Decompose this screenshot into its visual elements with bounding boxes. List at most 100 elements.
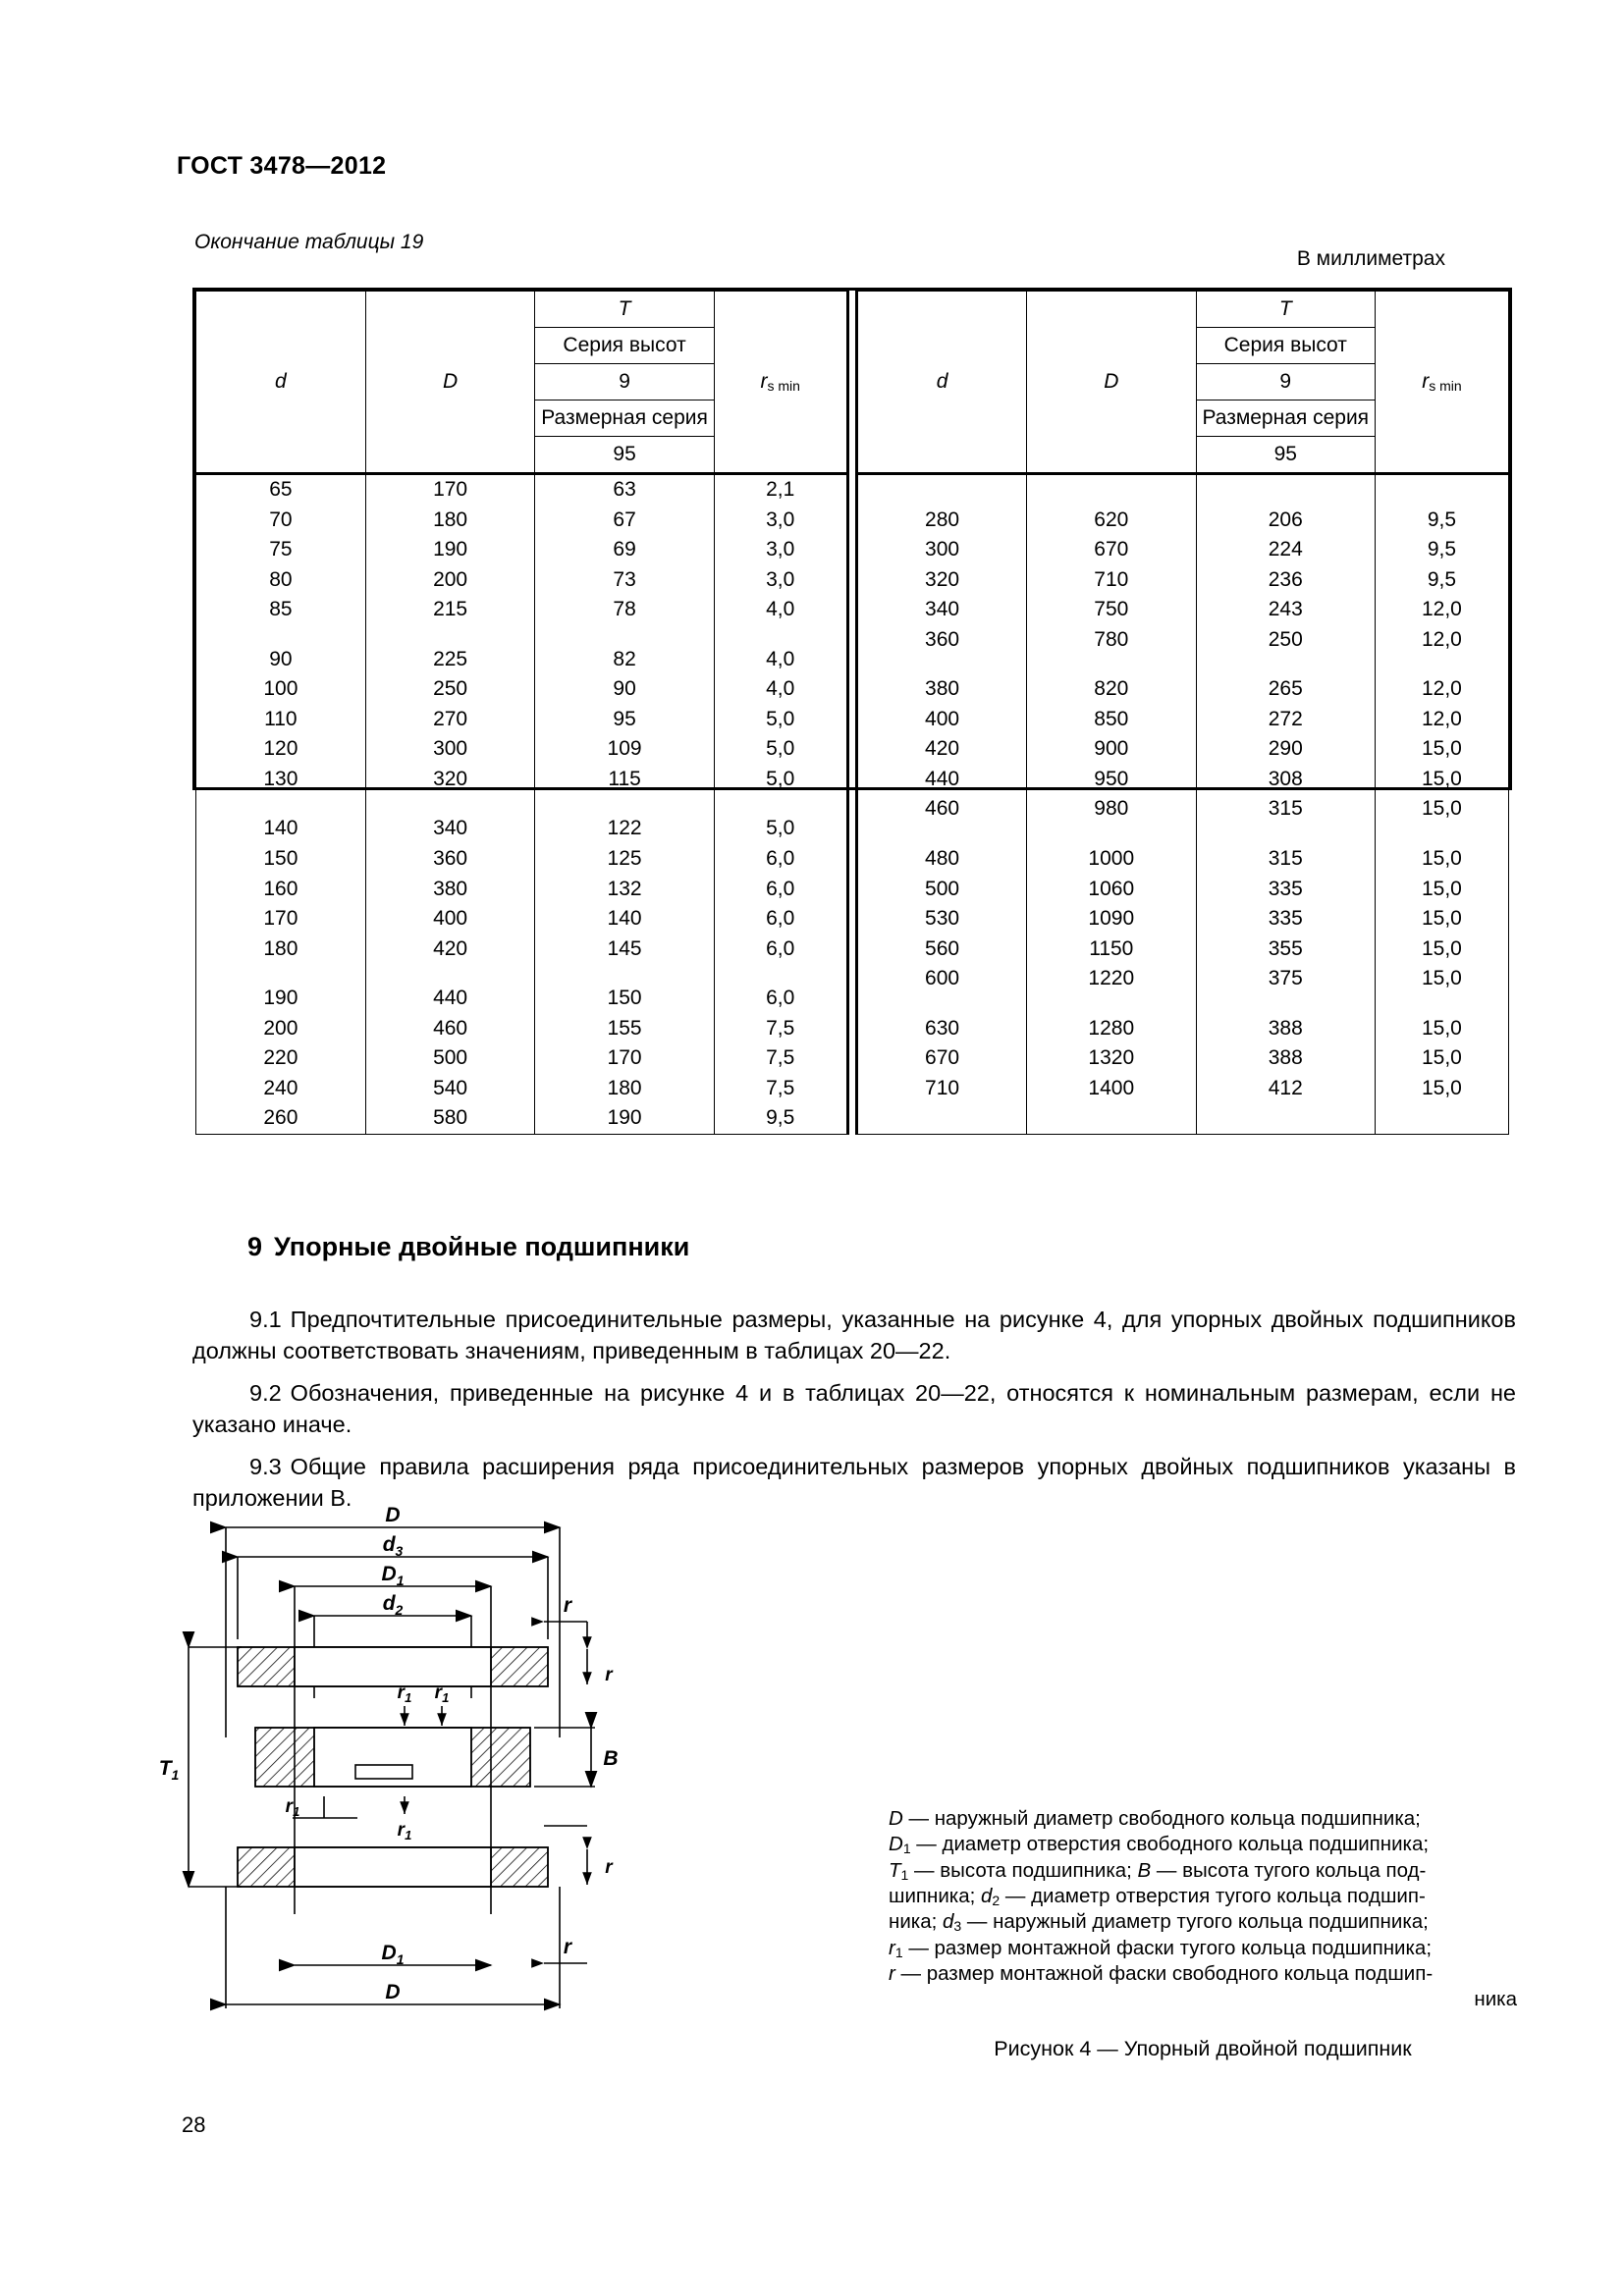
table-cell-value: 122: [607, 817, 642, 840]
table-cell-value: 240: [263, 1076, 298, 1099]
table-cell-value: 460: [433, 1016, 468, 1040]
table-cell-value: 440: [925, 767, 960, 790]
table-cell-value: 580: [433, 1106, 468, 1130]
table-cell-value: 7,5: [766, 1076, 795, 1099]
header-d-left: d: [195, 291, 366, 474]
table-cell-value: 170: [607, 1046, 642, 1070]
header-T-left: T: [534, 291, 715, 328]
dim-label-D: D: [385, 1504, 400, 1526]
table-cell-value: 340: [433, 817, 468, 840]
table-cell-value: 145: [607, 936, 642, 960]
table-cell-value: 360: [925, 627, 960, 651]
table-cell-value: 6,0: [766, 907, 795, 931]
table-cell-value: 600: [925, 967, 960, 990]
table-cell-value: 85: [269, 598, 293, 621]
table-cell-value: 6,0: [766, 936, 795, 960]
table-cell-value: 900: [1094, 737, 1129, 761]
table-cell-value: 710: [925, 1076, 960, 1099]
table-cell-value: 125: [607, 847, 642, 871]
table-cell-value: 280: [925, 507, 960, 531]
table-cell-value: 132: [607, 877, 642, 900]
table-cell-value: 220: [263, 1046, 298, 1070]
table-cell-value: 243: [1268, 598, 1303, 621]
table-cell-value: 190: [607, 1106, 642, 1130]
table-cell-value: 260: [263, 1106, 298, 1130]
table-cell-value: 150: [263, 847, 298, 871]
table-cell-value: 82: [613, 647, 636, 670]
symbol-D: D: [1104, 370, 1119, 393]
header-D-right: D: [1025, 291, 1197, 474]
table-cell-value: 1400: [1088, 1076, 1135, 1099]
table-cell-value: 109: [607, 737, 642, 761]
table-cell-value: 2,1: [766, 478, 795, 501]
dim-label-d3: d3: [383, 1533, 404, 1559]
table-cell-value: 530: [925, 907, 960, 931]
table-cell-value: 620: [1094, 507, 1129, 531]
table-cell-value: 7,5: [766, 1016, 795, 1040]
table-cell-value: 90: [613, 677, 636, 701]
table-cell-value: 420: [433, 936, 468, 960]
table-cell-value: 6,0: [766, 847, 795, 871]
table-cell-value: 780: [1094, 627, 1129, 651]
table-cell-value: 9,5: [766, 1106, 795, 1130]
dim-label-d2: d2: [383, 1592, 404, 1618]
table-cell-value: 270: [433, 707, 468, 730]
table-cell-value: 73: [613, 567, 636, 591]
header-d-right: d: [856, 291, 1027, 474]
table-cell-value: 3,0: [766, 538, 795, 561]
table-cell-value: 15,0: [1421, 907, 1462, 931]
table-cell-value: 69: [613, 538, 636, 561]
table-cell-value: 710: [1094, 567, 1129, 591]
table-cell-value: 160: [263, 877, 298, 900]
table-cell-value: 300: [925, 538, 960, 561]
dim-label-D1-bottom: D1: [382, 1942, 405, 1967]
paragraph-number: 9.1: [249, 1307, 282, 1332]
table-cell-value: 225: [433, 647, 468, 670]
table-cell-value: 400: [925, 707, 960, 730]
bearing-cross-section-svg: D d3 D1 d2 D1 D T1 B r r r1 r1 r1 r1 r r: [159, 1504, 619, 2011]
table-cell-value: 150: [607, 987, 642, 1010]
table-cell-value: 180: [263, 936, 298, 960]
header-T-right: T: [1195, 291, 1376, 328]
table-cell-value: 63: [613, 478, 636, 501]
table-cell-value: 215: [433, 598, 468, 621]
table-cell-value: 140: [263, 817, 298, 840]
table-cell-value: 1000: [1088, 847, 1135, 871]
table-cell-value: 206: [1268, 507, 1303, 531]
table-cell-value: 15,0: [1421, 967, 1462, 990]
table-cell-value: 290: [1268, 737, 1303, 761]
dim-label-r-bottom: r: [564, 1936, 573, 1958]
symbol-r: r: [1422, 370, 1430, 393]
table-cell-value: 265: [1268, 677, 1303, 701]
table-cell-value: 12,0: [1421, 707, 1462, 730]
page-number: 28: [182, 2112, 206, 2137]
table-cell-value: 1280: [1088, 1016, 1135, 1040]
header-rsmin-left: rs min: [713, 291, 848, 474]
table-cell-value: 75: [269, 538, 293, 561]
table-cell-value: 5,0: [766, 817, 795, 840]
table-cell-value: 380: [925, 677, 960, 701]
table-cell-value: 4,0: [766, 598, 795, 621]
table-cell-value: 320: [433, 767, 468, 790]
table-cell-value: 820: [1094, 677, 1129, 701]
table-cell-value: 15,0: [1421, 847, 1462, 871]
dim-label-r-top: r: [564, 1594, 573, 1617]
header-height-series-value-left: 9: [534, 363, 715, 400]
table-cell-value: 560: [925, 936, 960, 960]
table-cell-value: 12,0: [1421, 677, 1462, 701]
table-cell-value: 335: [1268, 907, 1303, 931]
table-cell-value: 9,5: [1427, 567, 1457, 591]
table-cell-value: 388: [1268, 1046, 1303, 1070]
paragraph-text: Общие правила расширения ряда присоедини…: [192, 1454, 1516, 1512]
legend-line: T1 — высота подшипника; B — высота тугог…: [889, 1858, 1427, 1883]
